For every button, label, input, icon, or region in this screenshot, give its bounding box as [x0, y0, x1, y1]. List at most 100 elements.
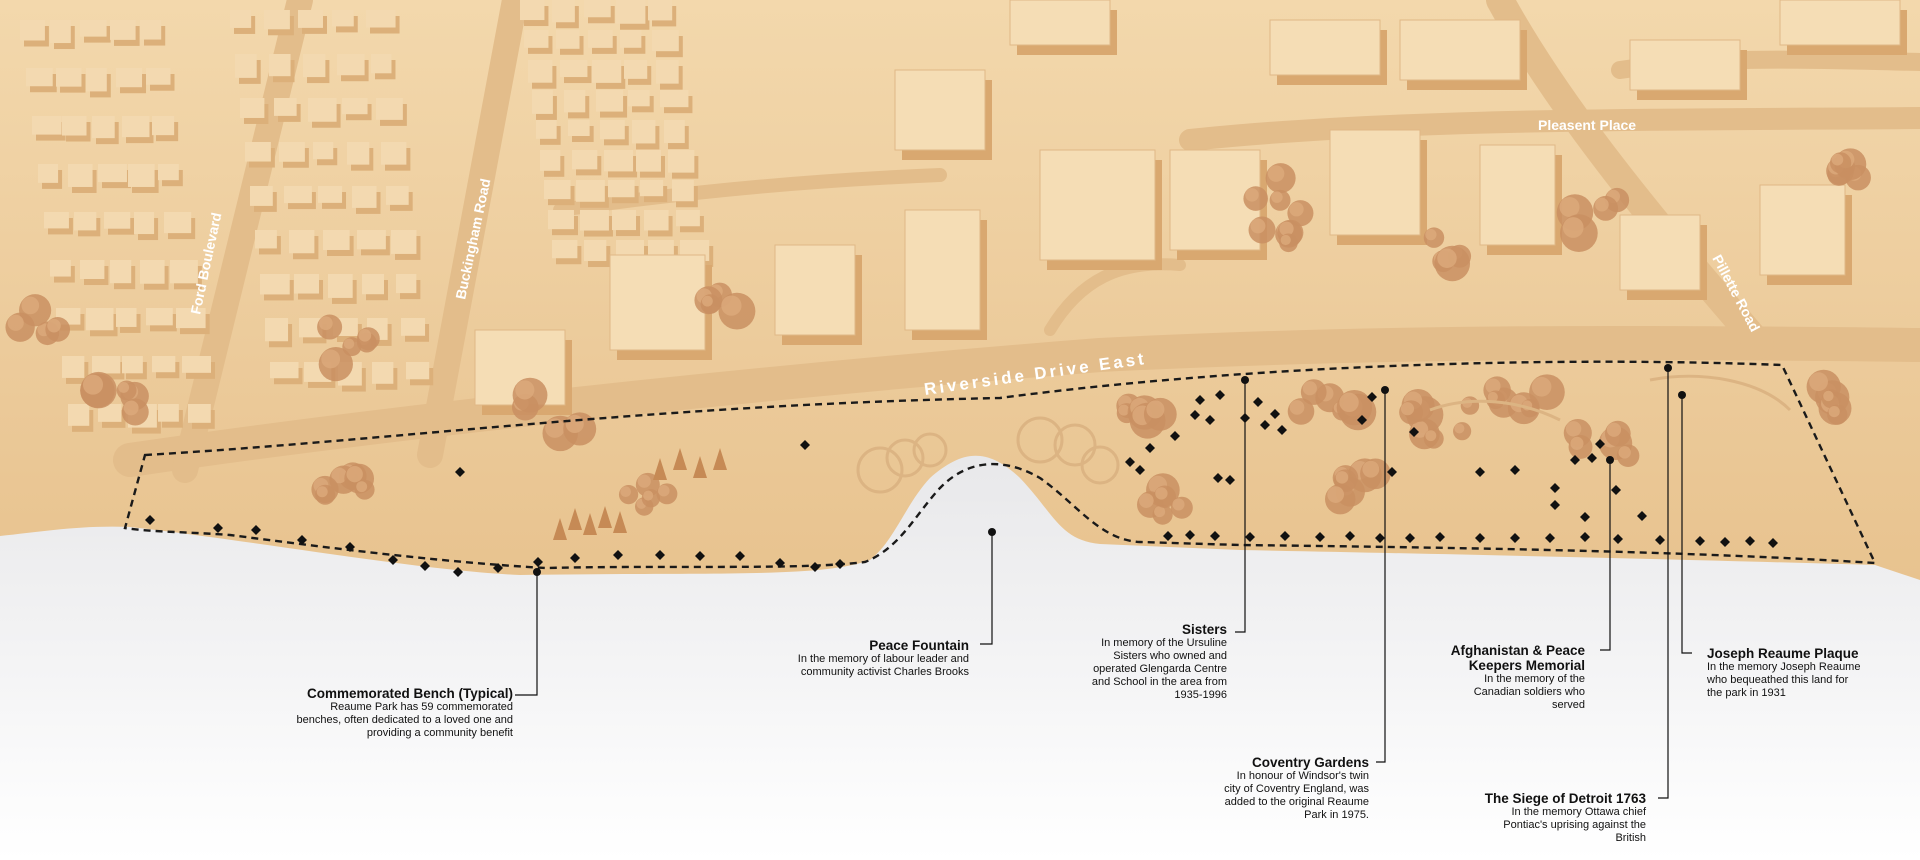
building-block: [544, 180, 571, 200]
tree-highlight: [1487, 391, 1498, 403]
annotation-afghanistan: Afghanistan & Peace Keepers Memorial In …: [1451, 643, 1585, 712]
building-block: [264, 10, 290, 30]
annotation-joseph: Joseph Reaume Plaque In the memory Josep…: [1707, 646, 1860, 700]
building-block: [50, 260, 71, 277]
bench-marker: [388, 555, 398, 565]
bench-marker: [1570, 455, 1580, 465]
conifer-tree: [713, 448, 727, 470]
bench-marker: [1190, 410, 1200, 420]
annotation-line: In the memory of labour leader and: [797, 653, 969, 665]
tree-highlight: [318, 316, 333, 331]
tower-block: [1619, 214, 1701, 291]
building-block: [391, 230, 417, 254]
building-block: [540, 150, 561, 171]
conifer-tree: [568, 508, 582, 530]
annotation-line: benches, often dedicated to a loved one …: [296, 714, 513, 726]
tree-highlight: [637, 474, 651, 488]
bench-marker: [453, 567, 463, 577]
building-block: [616, 0, 646, 24]
building-block: [116, 68, 143, 88]
bench-marker: [297, 535, 307, 545]
building-block: [110, 260, 132, 284]
bench-marker: [800, 440, 810, 450]
tree-highlight: [123, 400, 139, 416]
building-block: [98, 164, 127, 183]
tree-highlight: [21, 296, 40, 315]
annotation-line: Pontiac's uprising against the: [1503, 819, 1646, 831]
bench-marker: [1637, 511, 1647, 521]
building-block: [62, 356, 85, 378]
building-block: [86, 68, 107, 92]
tower-block: [609, 254, 706, 351]
tree-highlight: [1139, 493, 1154, 508]
bench-marker: [1253, 397, 1263, 407]
building-block: [564, 90, 586, 113]
building-block: [612, 210, 637, 231]
tower-block: [894, 69, 986, 151]
tree-highlight: [7, 314, 24, 331]
annotation-coventry: Coventry Gardens In honour of Windsor's …: [1224, 755, 1369, 822]
bench-marker: [145, 515, 155, 525]
building-block: [328, 274, 353, 298]
building-block: [620, 30, 642, 48]
tree-highlight: [1250, 218, 1266, 234]
building-block: [240, 98, 265, 118]
building-block: [660, 90, 689, 108]
bench-marker: [1435, 532, 1445, 542]
tree-highlight: [1831, 153, 1844, 166]
tree-highlight: [356, 481, 368, 493]
building-block: [146, 68, 171, 85]
building-block: [98, 404, 122, 422]
annotation-line: In the memory Ottawa chief: [1511, 806, 1647, 818]
bench-marker: [1595, 439, 1605, 449]
building-block: [552, 0, 575, 23]
building-block: [303, 54, 326, 78]
building-block: [318, 186, 343, 203]
bench-marker: [1409, 427, 1419, 437]
marker-dot-afghanistan: [1606, 456, 1614, 464]
annotation-line: the park in 1931: [1707, 687, 1786, 699]
tree-highlight: [1339, 392, 1359, 413]
bench-marker: [695, 551, 705, 561]
building-block: [158, 164, 179, 181]
annotation-sisters: Sisters In memory of the Ursuline Sister…: [1092, 622, 1227, 702]
bench-marker: [1587, 453, 1597, 463]
conifer-tree: [553, 518, 567, 540]
tree-highlight: [331, 467, 348, 484]
building-block: [158, 404, 179, 422]
building-block: [265, 318, 289, 342]
building-block: [624, 60, 648, 79]
building-blocks: [20, 0, 1907, 434]
building-block: [406, 362, 430, 380]
building-block: [656, 60, 679, 84]
bench-marker: [1135, 465, 1145, 475]
tower-block: [1039, 149, 1156, 261]
tree-highlight: [721, 295, 742, 316]
bench-marker: [1345, 531, 1355, 541]
bench-marker: [1205, 415, 1215, 425]
building-block: [279, 142, 305, 162]
tree-highlight: [1570, 436, 1584, 450]
bench-marker: [1745, 536, 1755, 546]
building-block: [668, 150, 695, 173]
conifer-tree: [613, 511, 627, 533]
building-block: [62, 116, 87, 136]
bench-marker: [835, 559, 845, 569]
leader-line-fountain: [980, 532, 993, 645]
annotation-line: In honour of Windsor's twin: [1236, 770, 1369, 782]
bench-marker: [1280, 531, 1290, 541]
annotation-title: Sisters: [1181, 622, 1227, 637]
building-block: [556, 30, 580, 49]
leader-line-afghanistan: [1600, 460, 1611, 651]
conifer-tree: [653, 458, 667, 480]
annotation-line: In memory of the Ursuline: [1101, 637, 1227, 649]
tree-highlight: [1362, 460, 1380, 478]
tree-highlight: [1302, 381, 1317, 396]
tree-clusters: [5, 148, 1871, 540]
bench-marker: [1475, 467, 1485, 477]
leader-dots: [533, 364, 1686, 576]
bench-marker: [1387, 467, 1397, 477]
building-block: [152, 356, 176, 373]
building-block: [284, 186, 312, 204]
tree-highlight: [1485, 378, 1501, 394]
